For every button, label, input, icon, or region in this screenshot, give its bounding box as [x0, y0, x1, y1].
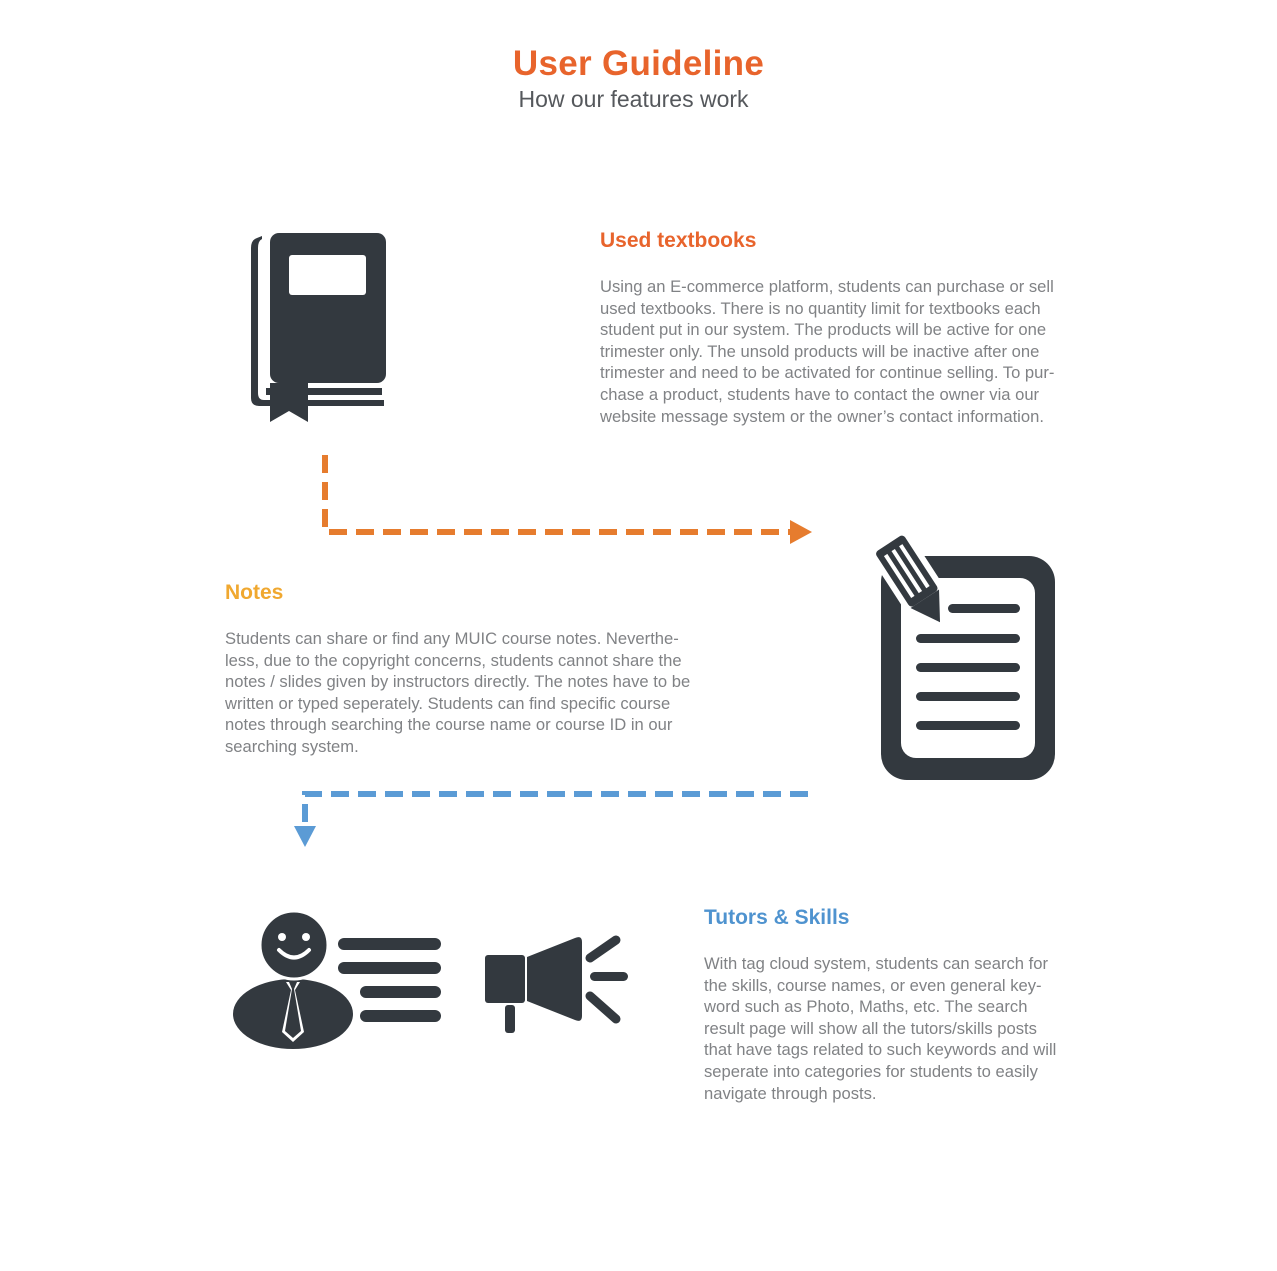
page-subtitle: How our features work — [518, 86, 749, 112]
text-line: navigate through posts. — [704, 1083, 877, 1103]
notes-heading: Notes — [225, 581, 284, 604]
used-textbooks-description: Using an E-commerce platform, students c… — [600, 276, 1160, 427]
text-line: the skills, course names, or even genera… — [704, 975, 1042, 995]
text-line: notes through searching the course name … — [225, 715, 673, 735]
megaphone-icon — [482, 930, 632, 1036]
blue-dashed-arrow — [292, 788, 812, 850]
text-line: seperate into categories for students to… — [704, 1061, 1038, 1081]
text-line: trimester and need to be activated for c… — [600, 363, 1055, 383]
tutors-skills-heading: Tutors & Skills — [704, 906, 850, 929]
notes-description: Students can share or find any MUIC cour… — [225, 628, 785, 758]
page-title: User Guideline — [512, 44, 765, 83]
text-line: result page will show all the tutors/ski… — [704, 1018, 1037, 1038]
text-line: less, due to the copyright concerns, stu… — [225, 650, 682, 670]
tutor-profile-icon — [230, 910, 445, 1050]
text-line: that have tags related to such keywords … — [704, 1040, 1057, 1060]
text-line: trimester only. The unsold products will… — [600, 341, 1040, 361]
text-line: notes / slides given by instructors dire… — [225, 672, 691, 692]
text-line: used textbooks. There is no quantity lim… — [600, 298, 1041, 318]
text-line: Students can share or find any MUIC cour… — [225, 629, 679, 648]
orange-dashed-arrow — [316, 450, 816, 545]
notepad-pencil-icon — [872, 532, 1062, 784]
text-line: chase a product, students have to contac… — [600, 384, 1040, 404]
text-line: word such as Photo, Maths, etc. The sear… — [704, 997, 1028, 1017]
text-line: With tag cloud system, students can sear… — [704, 954, 1049, 973]
text-line: student put in our system. The products … — [600, 320, 1047, 340]
book-icon — [248, 230, 388, 425]
used-textbooks-heading: Used textbooks — [600, 229, 757, 252]
text-line: Using an E-commerce platform, students c… — [600, 277, 1054, 296]
text-line: website message system or the owner’s co… — [600, 406, 1044, 426]
text-line: searching system. — [225, 736, 359, 756]
text-line: written or typed seperately. Students ca… — [225, 693, 671, 713]
tutors-skills-description: With tag cloud system, students can sear… — [704, 953, 1154, 1104]
